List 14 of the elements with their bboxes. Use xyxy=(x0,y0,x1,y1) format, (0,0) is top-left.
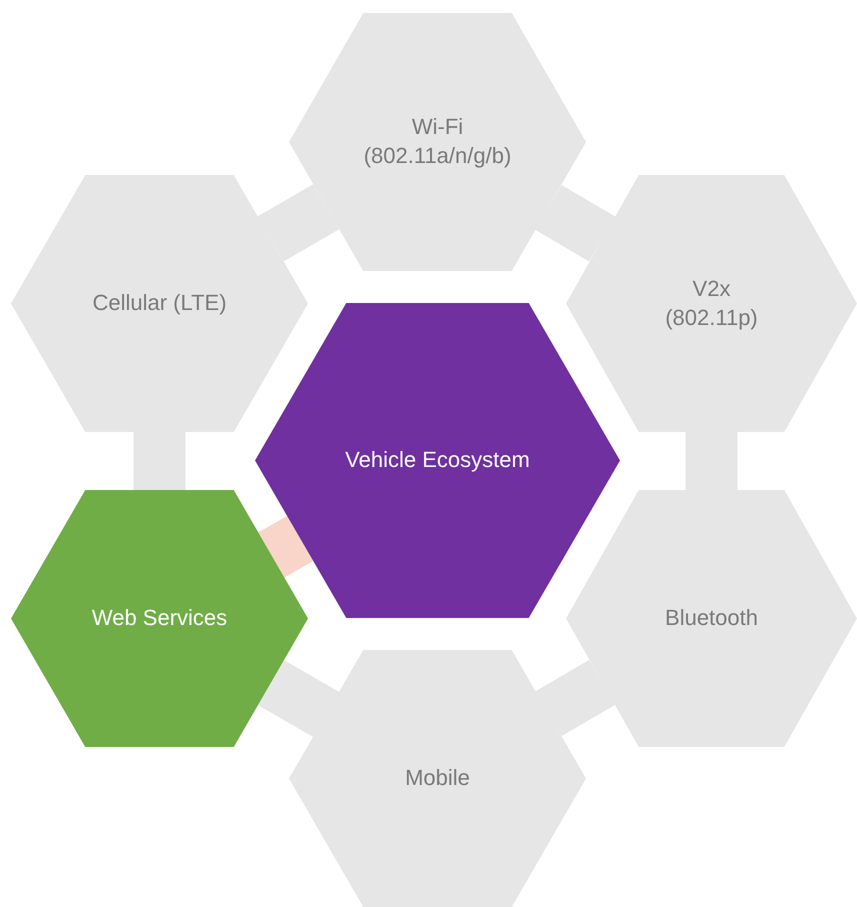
connector-band xyxy=(535,184,616,262)
node-label: Cellular (LTE) xyxy=(92,289,227,318)
connector-band xyxy=(258,184,340,262)
node-label: Web Services xyxy=(92,604,228,632)
node-label: V2x (802.11p) xyxy=(664,274,759,332)
connector-band xyxy=(258,516,314,578)
connector-band xyxy=(535,660,616,736)
node-label: Mobile xyxy=(405,764,470,792)
connector-band xyxy=(258,660,340,737)
connector-band xyxy=(134,432,186,490)
node-label: Vehicle Ecosystem xyxy=(345,446,530,474)
node-label: Bluetooth xyxy=(665,604,758,632)
connector-band xyxy=(686,432,738,490)
node-label: Wi-Fi (802.11a/n/g/b) xyxy=(362,113,512,170)
